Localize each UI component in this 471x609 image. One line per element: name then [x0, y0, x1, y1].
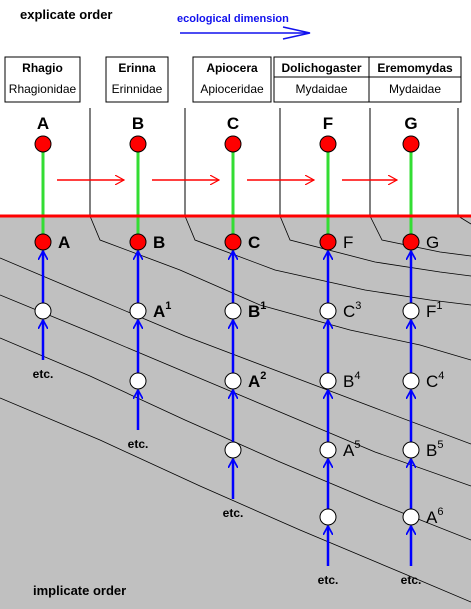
top-label: B: [132, 114, 144, 133]
node-label: A1: [153, 300, 171, 321]
node-label: F: [343, 233, 353, 252]
top-label: A: [37, 114, 49, 133]
ecological-dimension-label: ecological dimension: [177, 13, 289, 25]
top-node: [129, 135, 147, 153]
open-node: [319, 302, 337, 320]
open-node: [402, 372, 420, 390]
node-label: A5: [343, 439, 360, 460]
implicate-order-label: implicate order: [33, 583, 126, 598]
horizon-node: [129, 233, 147, 251]
top-node: [34, 135, 52, 153]
node-label: A2: [248, 370, 266, 391]
top-label: G: [404, 114, 417, 133]
etc-label: etc.: [33, 367, 54, 381]
node-label: B5: [426, 439, 443, 460]
family-name: Mydaidae: [389, 82, 441, 96]
ecological-dimension-arrow: [180, 26, 311, 40]
horizon-node: [319, 233, 337, 251]
explicate-order-label: explicate order: [20, 7, 113, 22]
column-box: [192, 56, 272, 103]
node-label: B4: [343, 370, 360, 391]
open-node: [224, 372, 242, 390]
node-label: C: [248, 233, 260, 252]
column-box: [105, 56, 169, 103]
family-name: Mydaidae: [295, 82, 347, 96]
open-node: [319, 508, 337, 526]
node-label: C4: [426, 370, 444, 391]
horizon-node: [34, 233, 52, 251]
open-node: [34, 302, 52, 320]
open-node: [402, 441, 420, 459]
genus-name: Dolichogaster: [281, 61, 361, 75]
column-boxes: [4, 56, 462, 216]
genus-name: Eremomydas: [377, 61, 453, 75]
top-node: [224, 135, 242, 153]
contour-line: [89, 215, 471, 361]
open-node: [129, 302, 147, 320]
node-label: A6: [426, 506, 443, 527]
open-node: [319, 372, 337, 390]
open-node: [129, 372, 147, 390]
open-node: [224, 302, 242, 320]
open-node: [319, 441, 337, 459]
genus-name: Erinna: [118, 61, 156, 75]
family-name: Erinnidae: [112, 82, 163, 96]
family-name: Apioceridae: [200, 82, 264, 96]
genus-name: Apiocera: [206, 61, 258, 75]
contour-line: [0, 397, 471, 603]
node-label: B: [153, 233, 165, 252]
node-layer: [34, 135, 420, 526]
top-node: [402, 135, 420, 153]
genus-name: Rhagio: [22, 61, 63, 75]
node-label: G: [426, 233, 439, 252]
connector-lines: [43, 152, 411, 566]
column-box: [368, 56, 462, 103]
contour-line: [184, 215, 471, 306]
open-node: [224, 441, 242, 459]
family-name: Rhagionidae: [9, 82, 77, 96]
node-label: F1: [426, 300, 443, 321]
open-node: [402, 508, 420, 526]
contour-line: [279, 215, 471, 277]
top-label: F: [323, 114, 333, 133]
etc-label: etc.: [401, 573, 422, 587]
node-label: B1: [248, 300, 266, 321]
node-label: A: [58, 233, 70, 252]
node-label: C3: [343, 300, 361, 321]
horizon-node: [402, 233, 420, 251]
top-label: C: [227, 114, 239, 133]
etc-label: etc.: [223, 506, 244, 520]
etc-label: etc.: [318, 573, 339, 587]
implicate-region: [0, 216, 471, 609]
column-box: [4, 56, 81, 103]
top-node: [319, 135, 337, 153]
open-node: [402, 302, 420, 320]
etc-label: etc.: [128, 437, 149, 451]
horizon-node: [224, 233, 242, 251]
column-box: [273, 56, 370, 103]
